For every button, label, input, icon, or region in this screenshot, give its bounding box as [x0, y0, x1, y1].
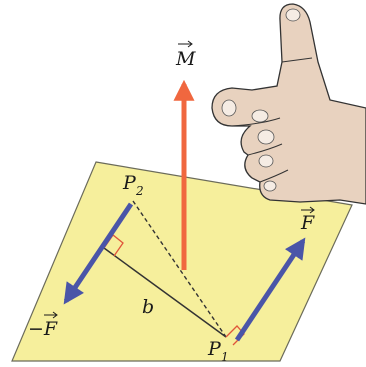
vector-arrowhead-negative-force — [52, 311, 58, 319]
lever-arm-line — [103, 247, 227, 338]
label-negative-force: −F — [28, 311, 58, 340]
negative-force-arrow — [63, 202, 134, 305]
label-moment: M — [175, 40, 196, 70]
label-point-p1: P 1 — [207, 338, 229, 364]
lever-arm-label: b — [142, 296, 154, 318]
negative-force-label-text: −F — [28, 318, 58, 340]
force-arrow — [234, 237, 306, 342]
vector-arrowhead-force — [309, 206, 315, 214]
label-point-p2: P 2 — [122, 172, 144, 198]
label-force: F — [300, 206, 315, 234]
thumbs-up-hand-icon — [211, 3, 366, 205]
force-label-text: F — [300, 212, 315, 234]
point-p1-subscript: 1 — [221, 350, 229, 364]
moment-label-text: M — [175, 48, 196, 70]
point-p2-subscript: 2 — [135, 184, 144, 198]
point-p2-label: P — [122, 172, 137, 194]
point-p1-label: P — [207, 338, 222, 360]
vector-arrowhead-moment — [187, 40, 193, 48]
